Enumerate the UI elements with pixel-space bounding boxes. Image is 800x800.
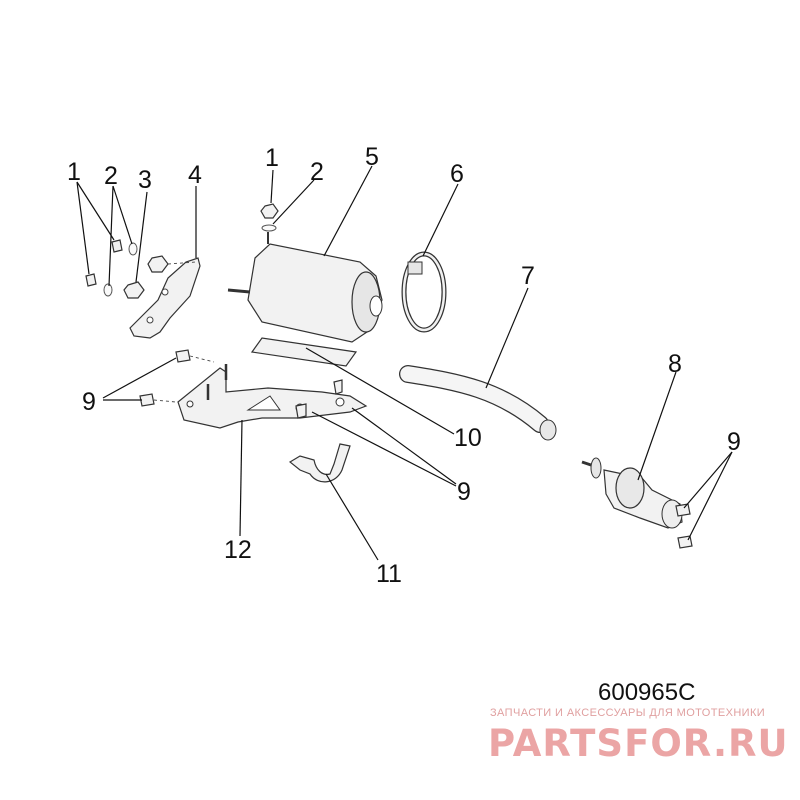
callout-1-motor: 1 [265,144,279,172]
callout-10: 10 [454,424,482,452]
diagram-id: 600965C [598,679,695,706]
main-bracket-part-12 [177,364,368,429]
callout-11: 11 [376,560,402,588]
callout-6: 6 [450,160,464,188]
callout-12: 12 [224,536,252,564]
hose-clamp-part-6 [401,251,447,333]
watermark: ЗАПЧАСТИ И АКСЕССУАРЫ ДЛЯ МОТОТЕХНИКИ PA… [488,707,789,765]
callout-5: 5 [365,143,379,171]
callout-7: 7 [521,262,535,290]
clamp-bracket-part-11 [288,443,351,483]
callout-9-right: 9 [727,428,741,456]
callout-9-middle: 9 [457,478,471,506]
callout-4: 4 [188,161,202,189]
watermark-logo: PARTSFOR.RU [488,722,789,765]
pad-part-10 [250,337,358,367]
starter-motor-part-5 [227,232,383,343]
terminal-nut-part-1 [260,203,279,219]
watermark-tagline: ЗАПЧАСТИ И АКСЕССУАРЫ ДЛЯ МОТОТЕХНИКИ [490,707,765,719]
callout-2-left: 2 [104,162,118,190]
leader-lines [76,165,733,561]
callout-9-left: 9 [82,388,96,416]
nut-part-3 [123,255,169,299]
callout-1-left: 1 [67,158,81,186]
bolt-part-1 [85,239,123,287]
screw-part-9 [139,349,343,419]
terminal-washer-part-2 [261,224,277,232]
drive-gear-assembly-part-8 [581,457,683,529]
washer-part-2 [103,242,138,297]
cable-tube-part-7 [399,365,557,441]
screw-part-9-right [675,503,693,549]
mount-bracket-part-4 [129,257,201,339]
callout-8: 8 [668,350,682,378]
callout-3: 3 [138,166,152,194]
callout-2-motor: 2 [310,158,324,186]
